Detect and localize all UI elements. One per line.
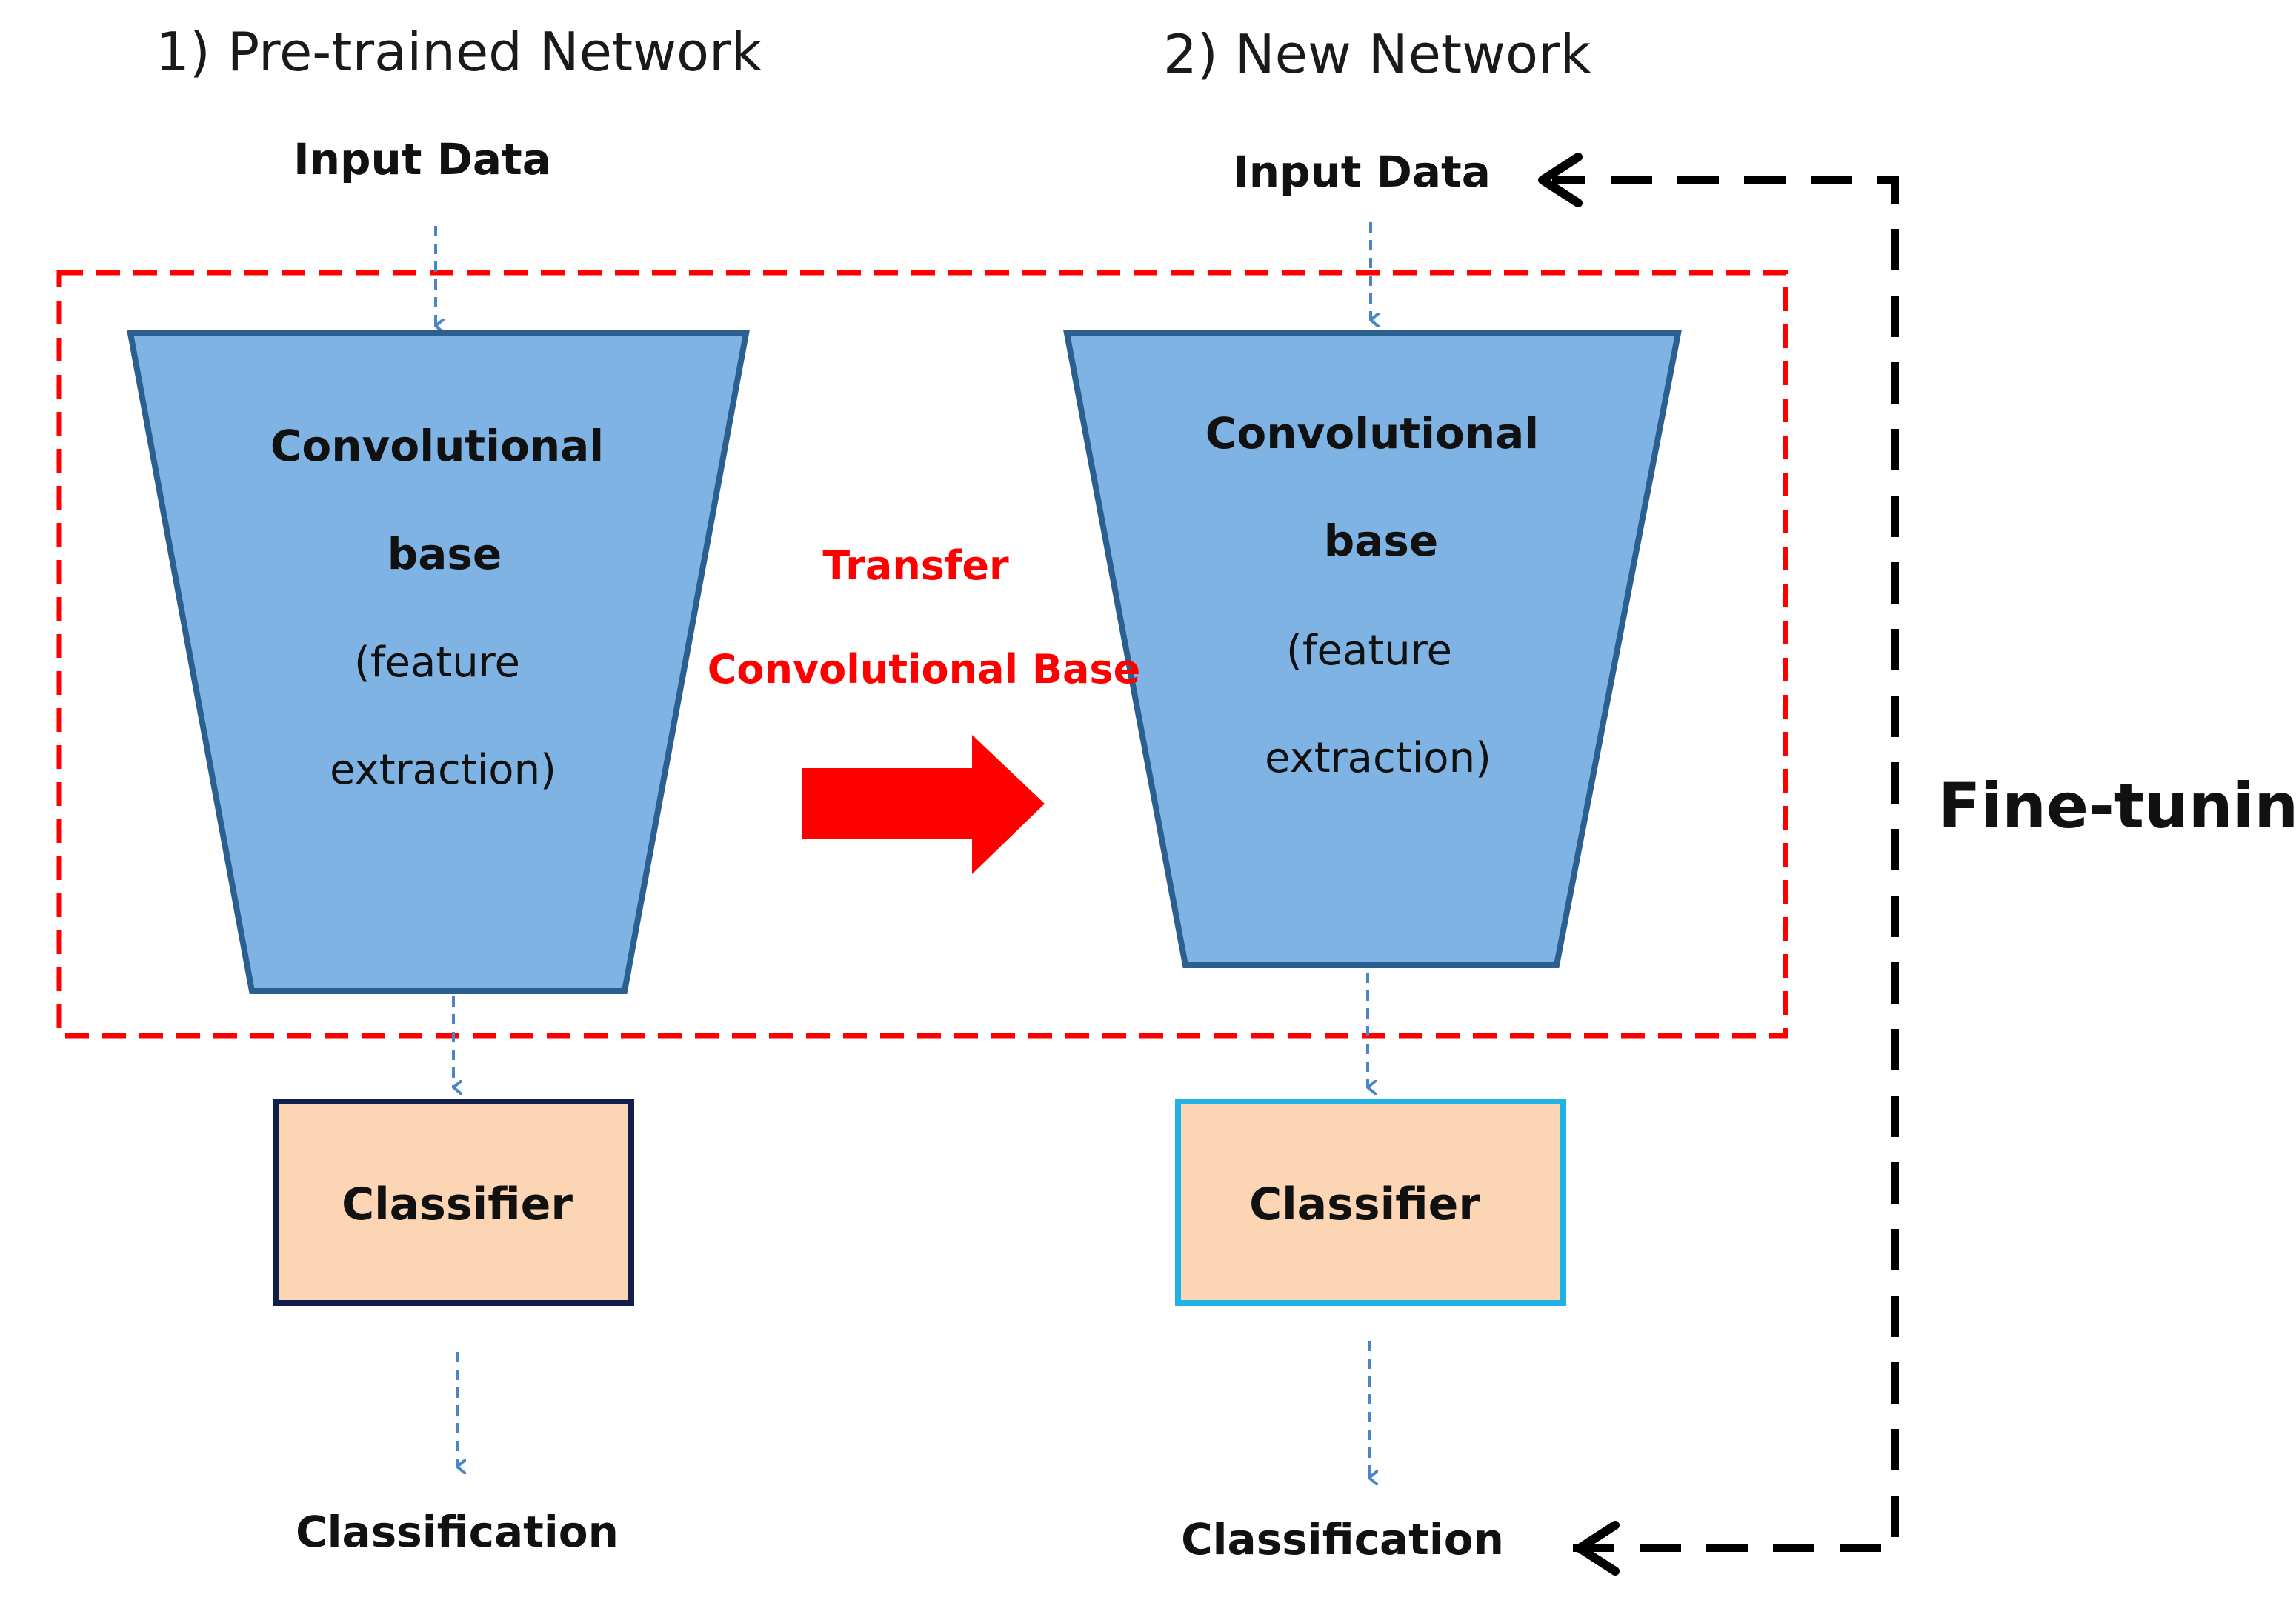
left-base-line4: extraction): [330, 746, 556, 794]
transfer-label-line2: Convolutional Base: [708, 646, 1140, 693]
left-base-line3: (feature: [354, 639, 520, 687]
right-classifier-box: [1175, 1099, 1566, 1306]
right-base-line2: base: [1324, 516, 1439, 566]
right-base-line4: extraction): [1265, 734, 1491, 782]
left-output-label: Classification: [296, 1507, 619, 1557]
left-classifier-label: Classifier: [342, 1179, 573, 1230]
transfer-label-line1: Transfer: [822, 542, 1009, 589]
right-base-line3: (feature: [1286, 627, 1452, 675]
left-classifier-box: [273, 1099, 634, 1306]
right-base-line1: Convolutional: [1205, 408, 1539, 459]
left-base-line1: Convolutional: [270, 421, 604, 471]
right-convolutional-base: [1063, 330, 1682, 968]
right-classifier-label: Classifier: [1249, 1179, 1480, 1230]
fine-tuning-arrowhead-top: [1538, 153, 1583, 207]
transfer-arrow: [802, 735, 1045, 874]
left-convolutional-base: [127, 330, 750, 994]
left-base-line2: base: [387, 529, 502, 579]
fine-tuning-loop: [1552, 176, 1899, 1552]
left-section-title: 1) Pre-trained Network: [156, 21, 762, 83]
right-input-label: Input Data: [1233, 147, 1491, 197]
fine-tuning-label: Fine-tuning: [1938, 770, 2296, 842]
transfer-region-box: [56, 270, 1788, 1039]
right-output-label: Classification: [1181, 1514, 1504, 1564]
fine-tuning-arrowhead-bottom: [1575, 1521, 1620, 1576]
left-input-label: Input Data: [293, 134, 551, 184]
right-section-title: 2) New Network: [1163, 23, 1591, 85]
